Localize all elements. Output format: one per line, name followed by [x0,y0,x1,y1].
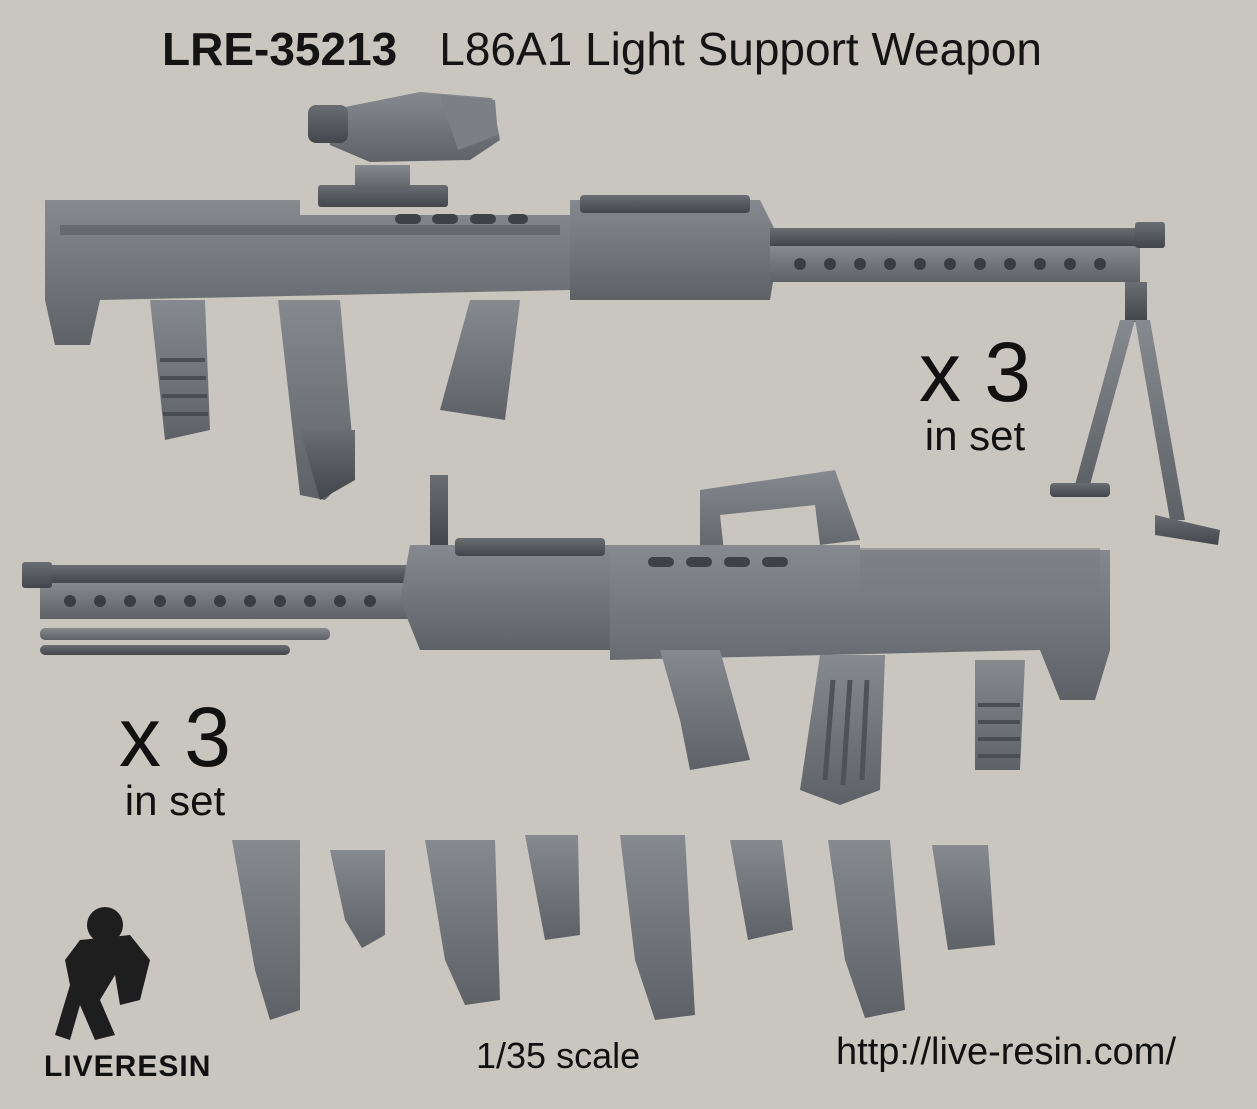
quantity-badge-top: x 3 in set [900,330,1050,458]
optic-scope [308,92,500,207]
magazine-6 [730,840,793,940]
quantity-multiplier-top: x 3 [918,325,1032,419]
magazine-set [232,835,995,1020]
website-link[interactable]: http://live-resin.com/ [836,1031,1176,1073]
magazine-8 [932,845,995,950]
product-name: L86A1 Light Support Weapon [439,23,1042,75]
magazine-4 [525,835,580,940]
scale-label: 1/35 scale [476,1035,641,1076]
weapon-bottom [22,470,1110,805]
quantity-badge-bottom: x 3 in set [100,695,250,823]
brand-name: LIVERESIN [44,1050,212,1083]
quantity-multiplier-bottom: x 3 [118,690,232,784]
product-code: LRE-35213 [162,23,398,75]
quantity-label-bottom: in set [124,777,226,824]
receiver-slots [395,214,528,224]
barrel-vent-holes-bottom [64,595,376,607]
magazine-5 [620,835,695,1020]
quantity-label-top: in set [924,412,1026,459]
magazine-ribs [822,679,870,786]
magazine-1 [232,840,300,1020]
weapon-top [45,92,1220,545]
bipod-top [1050,282,1220,545]
receiver-slots-bottom [648,557,788,567]
magazine-7 [828,840,905,1018]
title-row: LRE-35213 L86A1 Light Support Weapon [162,22,1042,76]
foregrip-ribs-bottom [978,703,1020,758]
magazine-3 [425,840,500,1005]
magazine-2 [330,850,385,948]
barrel-vent-holes-top [794,258,1106,270]
bipod-folded [40,628,330,655]
liveresin-logo-figure [55,907,150,1040]
foregrip-ribs-top [160,358,208,416]
